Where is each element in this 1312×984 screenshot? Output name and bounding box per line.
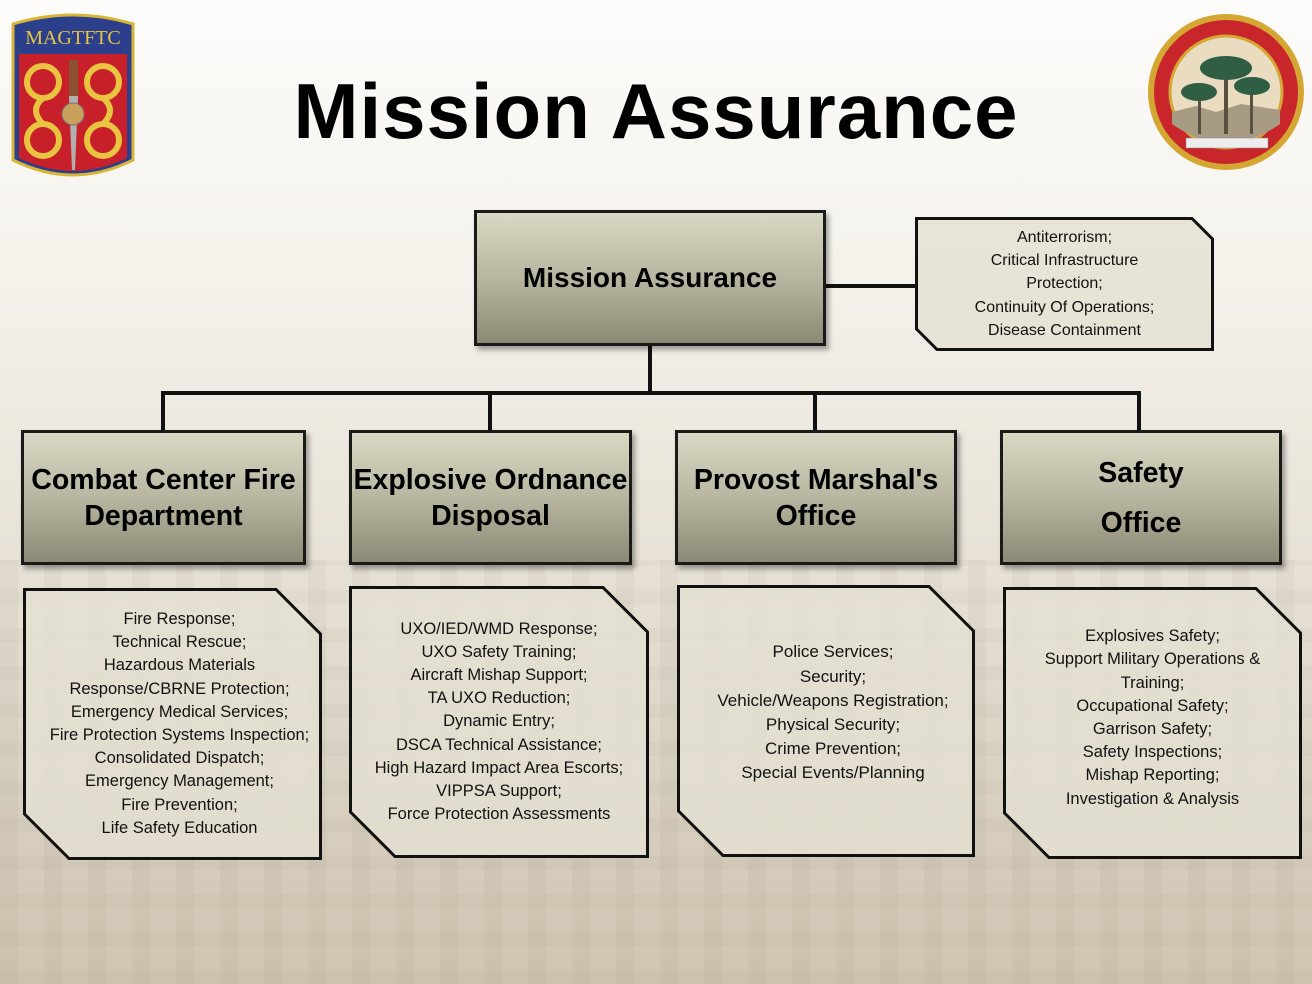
- detail-line: Police Services;: [772, 642, 894, 662]
- detail-line: UXO Safety Training;: [421, 642, 577, 661]
- detail-line: Dynamic Entry;: [443, 712, 555, 731]
- detail-line: Explosives Safety;: [1085, 627, 1220, 646]
- detail-line: Garrison Safety;: [1092, 720, 1213, 738]
- division-title-line: Combat Center Fire: [31, 463, 296, 496]
- detail-line: Safety Inspections;: [1082, 743, 1223, 762]
- detail-line: Continuity Of Operations;: [974, 298, 1155, 316]
- svg-text:MAGTFTC: MAGTFTC: [25, 27, 121, 49]
- detail-line: Security;: [799, 666, 867, 686]
- detail-line: Consolidated Dispatch;: [94, 749, 265, 768]
- detail-line: Force Protection Assessments: [387, 805, 611, 824]
- detail-line: Special Events/Planning: [741, 763, 925, 783]
- division-title-line: Office: [775, 499, 857, 532]
- detail-line: Protection;: [1026, 275, 1103, 293]
- detail-line: Antiterrorism;: [1016, 228, 1113, 246]
- detail-line: DSCA Technical Assistance;: [395, 735, 603, 754]
- detail-line: TA UXO Reduction;: [427, 689, 571, 708]
- root-label: Mission Assurance: [522, 262, 778, 293]
- mcagcc-seal: [1146, 12, 1310, 172]
- detail-line: Response/CBRNE Protection;: [69, 679, 290, 698]
- detail-box-safety-office: Explosives Safety; Support Military Opera…: [1003, 587, 1302, 859]
- detail-line: Support Military Operations &: [1044, 650, 1261, 669]
- connector-horizontal: [161, 391, 1141, 395]
- detail-line: Crime Prevention;: [764, 739, 902, 759]
- detail-line: Fire Response;: [123, 609, 236, 628]
- snip-shape: [23, 588, 322, 860]
- detail-line: Emergency Medical Services;: [70, 702, 289, 721]
- connector-div-3: [813, 391, 817, 431]
- division-title-line: Safety: [1098, 456, 1184, 489]
- division-title-line: Explosive Ordnance: [353, 463, 628, 496]
- snip-shape: [677, 585, 975, 857]
- detail-line: UXO/IED/WMD Response;: [400, 619, 598, 638]
- division-title-line: Office: [1100, 506, 1182, 539]
- detail-line: Technical Rescue;: [112, 633, 247, 652]
- detail-line: Physical Security;: [765, 715, 901, 734]
- connector-div-1: [161, 391, 165, 431]
- detail-line: Training;: [1120, 673, 1185, 692]
- connector-div-4: [1137, 391, 1141, 431]
- detail-box-fire-department: Fire Response; Technical Rescue; Hazardous…: [23, 588, 322, 860]
- detail-line: Life Safety Education: [101, 818, 258, 837]
- snip-shape: [349, 586, 649, 858]
- magtftc-logo: MAGTFTC: [9, 10, 137, 184]
- snip-shape: [1003, 587, 1302, 859]
- connector-root-side: [825, 284, 915, 288]
- detail-box-eod: UXO/IED/WMD Response; UXO Safety Training…: [349, 586, 649, 858]
- detail-line: VIPPSA Support;: [436, 782, 562, 800]
- page-title: Mission Assurance: [293, 67, 1019, 155]
- detail-line: Fire Prevention;: [121, 795, 238, 814]
- division-title-line: Department: [84, 499, 243, 532]
- detail-line: Investigation & Analysis: [1065, 789, 1240, 808]
- detail-line: Hazardous Materials: [103, 656, 256, 675]
- snip-shape: [915, 217, 1214, 351]
- connector-div-2: [488, 391, 492, 431]
- division-title-line: Provost Marshal's: [693, 463, 939, 496]
- detail-line: Emergency Management;: [85, 772, 274, 791]
- detail-line: Disease Containment: [988, 321, 1141, 339]
- root-box-mission-assurance: Mission Assurance: [474, 210, 826, 346]
- detail-line: Occupational Safety;: [1076, 696, 1229, 715]
- detail-line: Fire Protection Systems Inspection;: [49, 726, 310, 744]
- detail-box-provost-marshal: Police Services; Security; Vehicle/Weapons…: [677, 585, 975, 857]
- detail-line: Mishap Reporting;: [1085, 766, 1220, 785]
- detail-line: High Hazard Impact Area Escorts;: [374, 758, 624, 777]
- connector-root-down: [648, 345, 652, 393]
- detail-line: Critical Infrastructure: [990, 252, 1139, 270]
- division-title-line: Disposal: [431, 499, 550, 532]
- detail-line: Aircraft Mishap Support;: [410, 665, 588, 684]
- detail-line: Vehicle/Weapons Registration;: [717, 690, 949, 710]
